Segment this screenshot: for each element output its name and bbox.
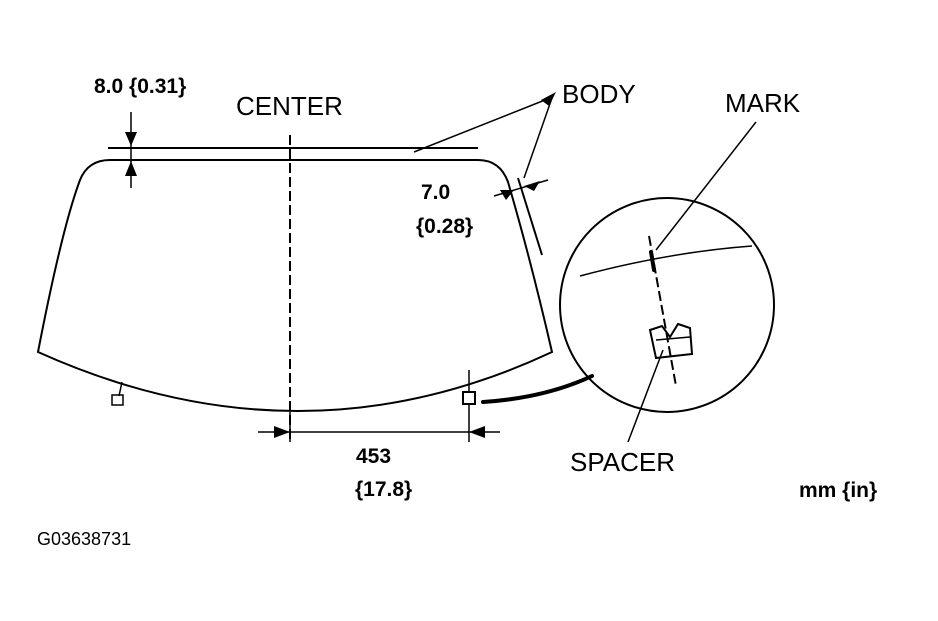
windshield-glass-outline (36, 159, 554, 412)
mark-leader (655, 121, 757, 251)
side-gap-dim-label-in: {0.28} (416, 215, 473, 238)
detail-center-line (648, 235, 677, 387)
side-gap-arrow-right (500, 190, 514, 200)
detail-body-edge (579, 245, 753, 277)
detail-spacer-clip-line (655, 336, 691, 341)
spacer-right (462, 391, 476, 405)
spacer-offset-arrow-right (469, 426, 485, 438)
body-line-side (517, 177, 543, 256)
spacer-offset-dim-label: 453 (356, 445, 391, 468)
top-gap-arrow-up (125, 161, 137, 176)
body-leader-top (413, 97, 551, 153)
spacer-offset-arrow-left (274, 426, 290, 438)
spacer-left (111, 394, 124, 406)
body-leader-arrowhead (541, 92, 556, 106)
spacer-offset-dim-label-in: {17.8} (355, 478, 412, 501)
center-label: CENTER (236, 91, 343, 121)
detail-spacer-clip (648, 322, 694, 360)
body-label: BODY (562, 79, 636, 109)
side-gap-arrow-left (524, 181, 540, 191)
mark-label: MARK (725, 88, 801, 118)
detail-callout-leader (481, 374, 594, 404)
side-gap-dim-label: 7.0 (421, 181, 450, 204)
body-leader-side (523, 97, 553, 179)
spacer-leader (627, 349, 664, 443)
detail-mark (649, 250, 656, 272)
spacer-label: SPACER (570, 447, 675, 477)
spacer-left-stem (118, 381, 123, 397)
units-label: mm {in} (799, 479, 877, 502)
detail-circle (559, 197, 775, 413)
top-gap-dim-label: 8.0 {0.31} (94, 75, 186, 98)
side-gap-dim-line (493, 179, 549, 197)
top-gap-arrow-down (125, 132, 137, 146)
figure-id-label: G03638731 (37, 529, 131, 549)
